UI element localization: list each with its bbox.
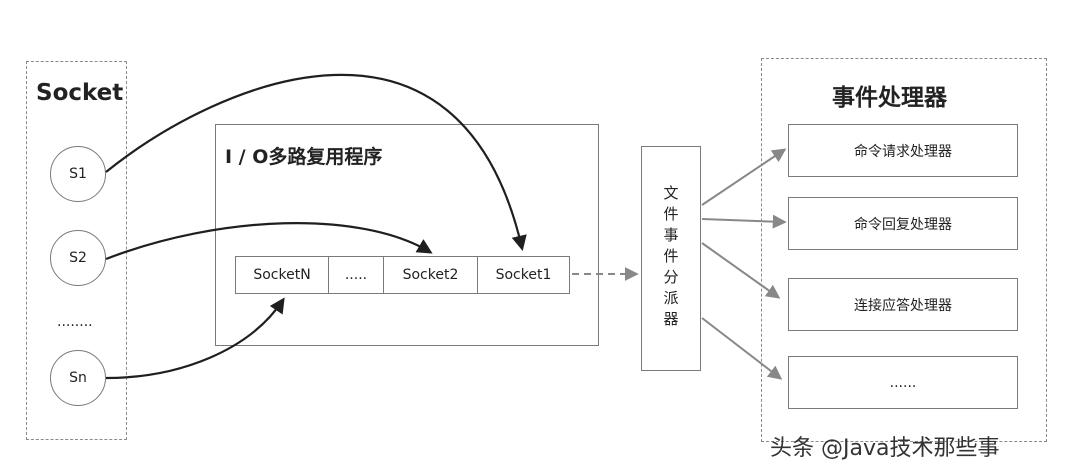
socket-s1: S1 xyxy=(50,146,106,202)
arrow-s2-to-socket2 xyxy=(105,222,433,261)
socket-sn: Sn xyxy=(50,350,106,406)
handler-connection-accept: 连接应答处理器 xyxy=(788,278,1018,331)
event-dispatcher: 文件事件分派器 xyxy=(641,146,701,371)
handler-group-title: 事件处理器 xyxy=(832,85,947,111)
handler-ellipsis: ...... xyxy=(788,356,1018,409)
handler-command-request: 命令请求处理器 xyxy=(788,124,1018,177)
queue-cell-socket1: Socket1 xyxy=(495,267,552,283)
arrow-dispatcher-to-accept xyxy=(701,242,781,299)
watermark: 头条 @Java技术那些事 xyxy=(770,436,1000,461)
event-dispatcher-label: 文件事件分派器 xyxy=(661,185,680,332)
arrow-s1-to-socket1 xyxy=(105,73,527,252)
queue-cell-ellipsis: ..... xyxy=(329,257,384,293)
handler-group xyxy=(761,58,1047,442)
arrow-dispatcher-to-ellipsis xyxy=(701,317,783,380)
socket-queue: SocketN ..... Socket2 Socket1 xyxy=(235,256,570,294)
socket-group-title: Socket xyxy=(36,80,124,106)
queue-cell-socketn: SocketN xyxy=(236,257,329,293)
arrow-dispatcher-to-reply xyxy=(701,214,787,229)
socket-s2: S2 xyxy=(50,230,106,286)
handler-command-reply: 命令回复处理器 xyxy=(788,197,1018,250)
arrow-sn-to-socketn xyxy=(105,297,285,380)
socket-ellipsis: ........ xyxy=(57,314,93,330)
queue-cell-socket2: Socket2 xyxy=(384,257,478,293)
io-multiplexer-title: I / O多路复用程序 xyxy=(225,146,383,168)
arrow-dispatcher-to-request xyxy=(701,148,787,206)
